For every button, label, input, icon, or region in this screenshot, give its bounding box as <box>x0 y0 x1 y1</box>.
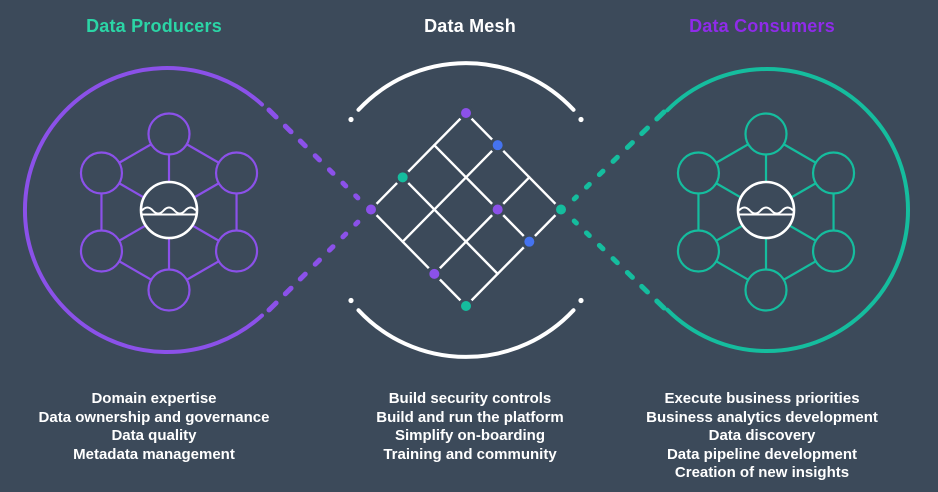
network-node <box>811 151 856 195</box>
lattice-line <box>369 111 468 211</box>
list-item: Creation of new insights <box>674 464 850 481</box>
waterline-wave <box>738 206 794 215</box>
producer-to-mesh-connector-upper <box>266 107 369 209</box>
network-node <box>79 229 124 273</box>
lattice-line <box>433 176 531 276</box>
network-node <box>811 229 856 273</box>
mesh-node-dots <box>362 105 570 315</box>
list-item: Training and community <box>383 445 557 463</box>
lattice-line <box>433 143 531 243</box>
mesh-arc-end-dot <box>578 116 584 123</box>
data-lake-icon <box>139 180 199 240</box>
list-item: Domain expertise <box>91 390 217 407</box>
network-node <box>147 112 191 156</box>
mesh-node-dot-blue <box>521 233 538 250</box>
lattice-line <box>464 111 563 211</box>
mesh-node-dot-teal <box>553 201 570 218</box>
waterline-wave <box>141 206 197 215</box>
list-item: Data ownership and governance <box>38 408 270 426</box>
mesh-node-dot-purple <box>458 105 474 121</box>
list-item: Business analytics development <box>646 408 878 426</box>
consumers-network-icon <box>676 112 856 312</box>
list-item: Build and run the platform <box>376 408 564 426</box>
mesh-arc-top <box>356 61 576 112</box>
network-node <box>676 151 721 195</box>
list-item: Execute business priorities <box>664 390 860 407</box>
mesh-node-dot-purple <box>489 201 506 218</box>
mesh-node-dot-purple <box>362 201 379 218</box>
list-item: Simplify on-boarding <box>395 427 545 444</box>
producer-to-mesh-connector-lower <box>266 211 369 313</box>
list-item: Data discovery <box>708 427 816 444</box>
network-node <box>147 268 191 312</box>
producers-circle-outline <box>22 66 264 354</box>
network-node <box>79 151 124 195</box>
lattice-line <box>401 176 499 276</box>
lattice-line <box>401 143 499 243</box>
network-node <box>676 229 721 273</box>
network-node <box>214 151 259 195</box>
producers-network-icon <box>79 112 259 312</box>
column-title-producers: Data Producers <box>86 16 222 36</box>
network-node <box>744 268 788 312</box>
list-item: Data pipeline development <box>666 445 858 463</box>
network-node <box>214 229 259 273</box>
mesh-lattice-icon <box>369 111 563 308</box>
network-node <box>744 112 788 156</box>
mesh-node-dot-teal <box>458 298 474 315</box>
mesh-arc-end-dot <box>348 116 354 123</box>
list-item: Data quality <box>111 427 197 444</box>
mesh-to-consumer-connector-upper <box>564 109 667 209</box>
mesh-arc-end-dot <box>348 297 354 304</box>
mesh-arc-bottom <box>356 308 576 359</box>
mesh-to-consumer-connector-lower <box>564 211 667 311</box>
list-item: Metadata management <box>73 445 235 463</box>
mesh-arc-end-dot <box>578 297 584 304</box>
mesh-node-dot-teal <box>394 169 411 186</box>
column-title-mesh: Data Mesh <box>424 16 516 36</box>
column-title-consumers: Data Consumers <box>689 16 835 36</box>
consumers-circle-outline <box>665 67 911 353</box>
lattice-line <box>369 208 468 308</box>
mesh-node-dot-blue <box>489 137 506 154</box>
mesh-node-dot-purple <box>426 265 443 282</box>
list-item: Build security controls <box>388 390 552 407</box>
data-lake-icon <box>736 180 796 240</box>
lattice-line <box>464 208 563 308</box>
